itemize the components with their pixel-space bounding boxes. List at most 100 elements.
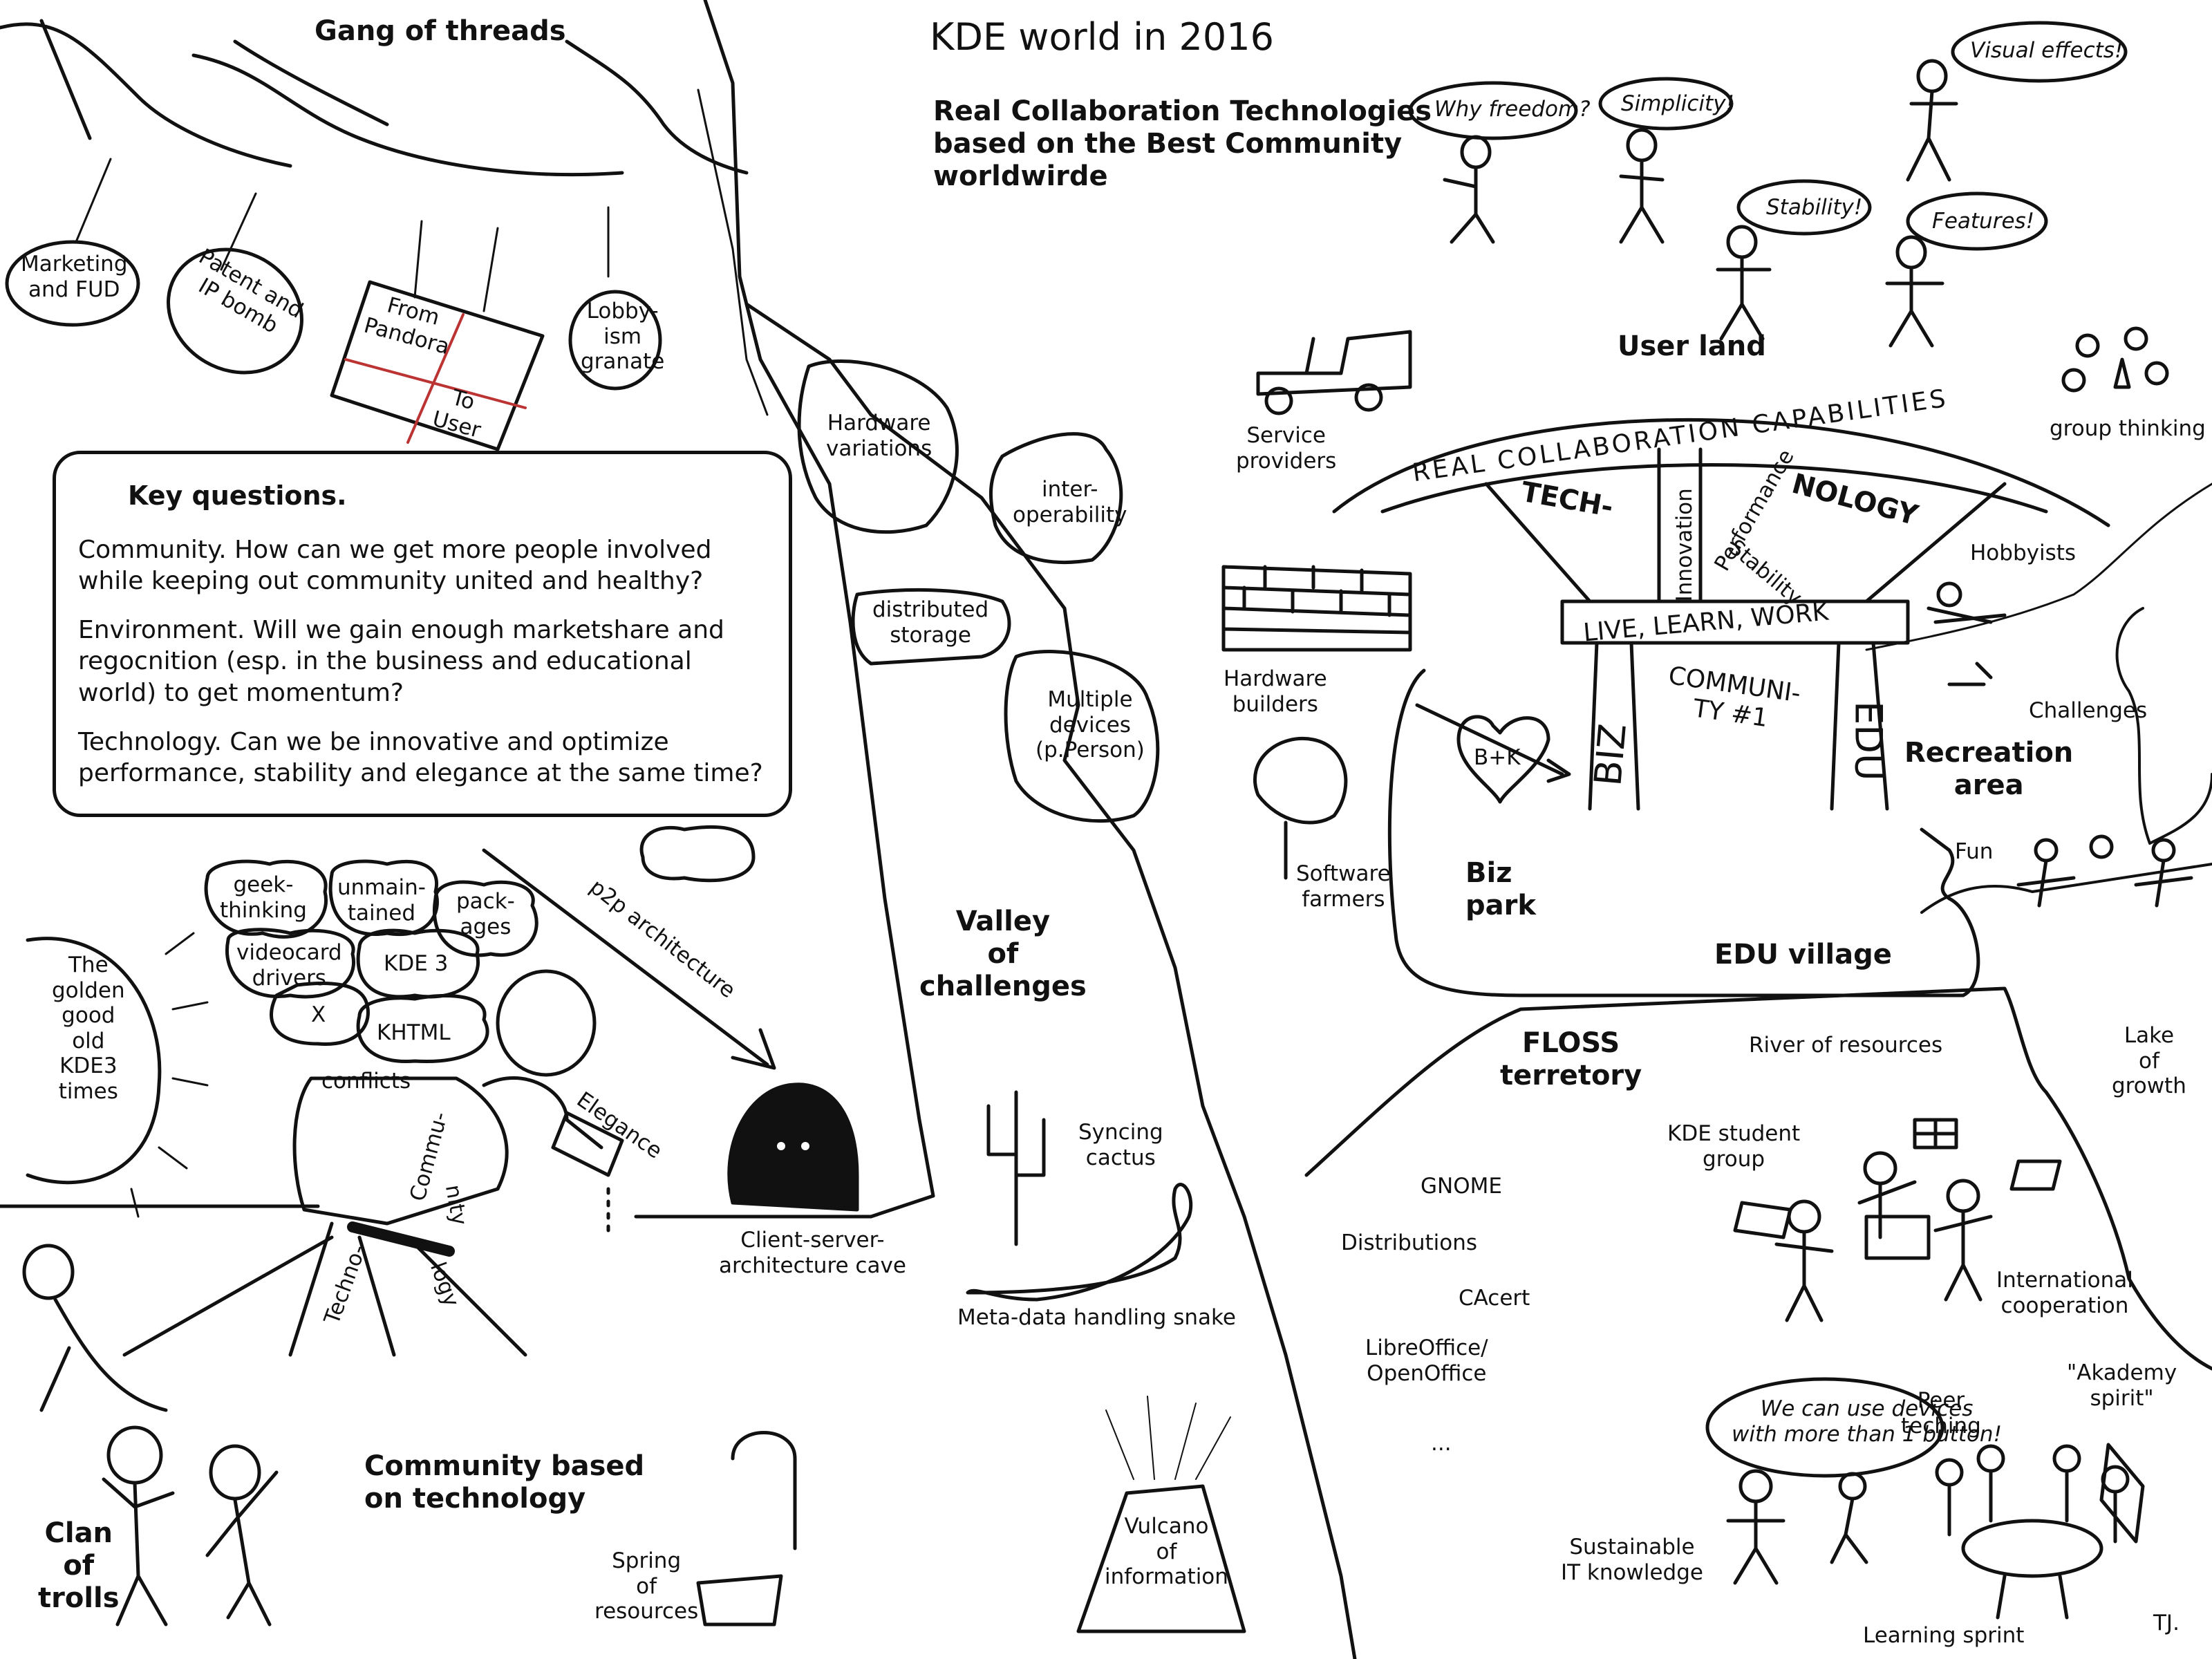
floss-distributions: Distributions [1341,1230,1478,1255]
cloud-videocard-label: videocard drivers [236,940,342,991]
arch-leg-right [1864,482,2007,603]
akademy-diamond [2099,1443,2145,1544]
bird-3 [565,39,749,175]
arch-leg-left [1484,482,1592,603]
biz-leg [1588,641,1640,811]
bubble-simplicity: Simplicity! [1621,91,1734,116]
bubble-why-freedom: Why freedom? [1434,97,1591,122]
rock-storage-label: distributed storage [872,597,989,648]
spring-pipe [731,1431,797,1550]
troll-head-2 [106,1425,163,1485]
devices-bubble-label: We can use devices with more than 1 butt… [1732,1396,2003,1447]
fun-label: Fun [1955,839,1994,864]
peer-teaching-label: Peer teching [1901,1388,1981,1438]
belt [347,1221,455,1257]
cloud-x-label: X [311,1002,326,1027]
cloud-geek-label: geek- thinking [220,872,307,923]
rock-devices [1004,650,1160,823]
spring-label: Spring of resources [594,1548,699,1624]
golden-sun [26,937,162,1185]
trolls-label: Clan of trolls [38,1517,120,1615]
challenges-label: Challenges [2029,698,2148,723]
software-farmers-label: Software farmers [1296,861,1391,912]
page-title: KDE world in 2016 [930,15,1274,59]
rock-hardware-label: Hardware variations [826,411,932,461]
cloud-packages-label: pack- ages [456,889,515,939]
cloud-kde3 [356,928,480,999]
recreation-area-label: Recreation area [1904,737,2074,802]
key-questions-heading: Key questions. [128,480,347,511]
key-question-community: Community. How can we get more people in… [78,536,712,596]
valley-right-wall [744,302,1357,1659]
bird-1 [0,19,292,168]
international-label: International cooperation [1996,1268,2133,1318]
troll-body-2 [102,1477,175,1627]
spring-basin [696,1574,783,1627]
troll-body-1 [39,1297,168,1412]
biz-park-label: Biz park [1465,857,1536,922]
cave-label: Client-server- architecture cave [719,1228,906,1278]
cactus-label: Syncing cactus [1078,1120,1163,1170]
edu-leg [1830,641,1889,811]
snake [966,1183,1193,1302]
floss-more: ... [1431,1431,1452,1456]
floss-gnome: GNOME [1421,1174,1502,1199]
rock-outcrop [2115,607,2212,845]
dark-trunk [697,88,769,416]
conflicts-label: conflicts [321,1069,411,1094]
troll-head-3 [209,1444,261,1501]
cloud-khtml-label: KHTML [377,1020,451,1045]
heart-arrow [1415,703,1571,783]
sustainable-label: Sustainable IT knowledge [1561,1535,1703,1585]
cloud-unmaintained-label: unmain- tained [337,875,426,926]
brick-wall [1221,565,1412,652]
figure-body [292,1076,509,1226]
signature: TJ. [2153,1611,2180,1635]
vulcano-steam [1105,1396,1231,1480]
edu-village-border [1387,668,1980,997]
cloud-packages [433,880,538,957]
gang-of-threads-heading: Gang of threads [315,15,566,47]
biz-label: BIZ [1586,722,1635,788]
rock-interop-label: inter- operability [1013,477,1127,527]
rock-hardware [797,359,959,534]
key-question-technology: Technology. Can we be innovative and opt… [78,728,763,788]
innovation-label: Innovation [1671,488,1697,602]
page-subtitle: Real Collaboration Technologies based on… [933,95,1432,193]
left-cliff [634,0,935,1219]
cloud-geek [204,859,328,939]
golden-times-label: The golden good old KDE3 times [52,953,125,1104]
floss-cacert: CAcert [1459,1286,1530,1311]
troll-head-1 [22,1244,75,1300]
heart [1456,715,1550,804]
right-cliff [1865,482,2212,651]
group-thinking-label: group thinking [2050,416,2206,441]
key-questions-box: Key questions. Community. How can we get… [53,451,792,817]
bomb-patent [167,247,303,375]
bomb-lobbyism-label: Lobby- ism granate [581,299,665,375]
truck [1256,330,1412,396]
cloud-khtml [356,993,489,1064]
key-question-environment: Environment. Will we gain enough markets… [78,616,724,707]
bubble-stability: Stability! [1766,195,1863,220]
tree [1253,737,1348,880]
elegance-flag [551,1111,624,1177]
small-cloud [639,825,756,883]
community-tech-caption: Community based on technology [364,1450,645,1515]
edu-label: EDU [1846,701,1891,781]
rock-interop [989,432,1123,564]
bomb-marketing [5,240,140,327]
hobbyists-label: Hobbyists [1970,541,2077,565]
cave-blob [727,1082,859,1212]
learning-sprint-label: Learning sprint [1863,1623,2025,1648]
cloud-x [270,982,370,1046]
arch-base [1560,599,1910,645]
vulcano [1076,1484,1246,1633]
figure-legs [122,1221,527,1357]
edu-border-right [1920,863,2212,914]
cloud-videocard [225,928,355,999]
akademy-label: "Akademy spirit" [2067,1360,2177,1411]
sprint-table [1961,1519,2103,1578]
edu-village-label: EDU village [1714,939,1892,971]
river-line [1304,986,2212,1371]
